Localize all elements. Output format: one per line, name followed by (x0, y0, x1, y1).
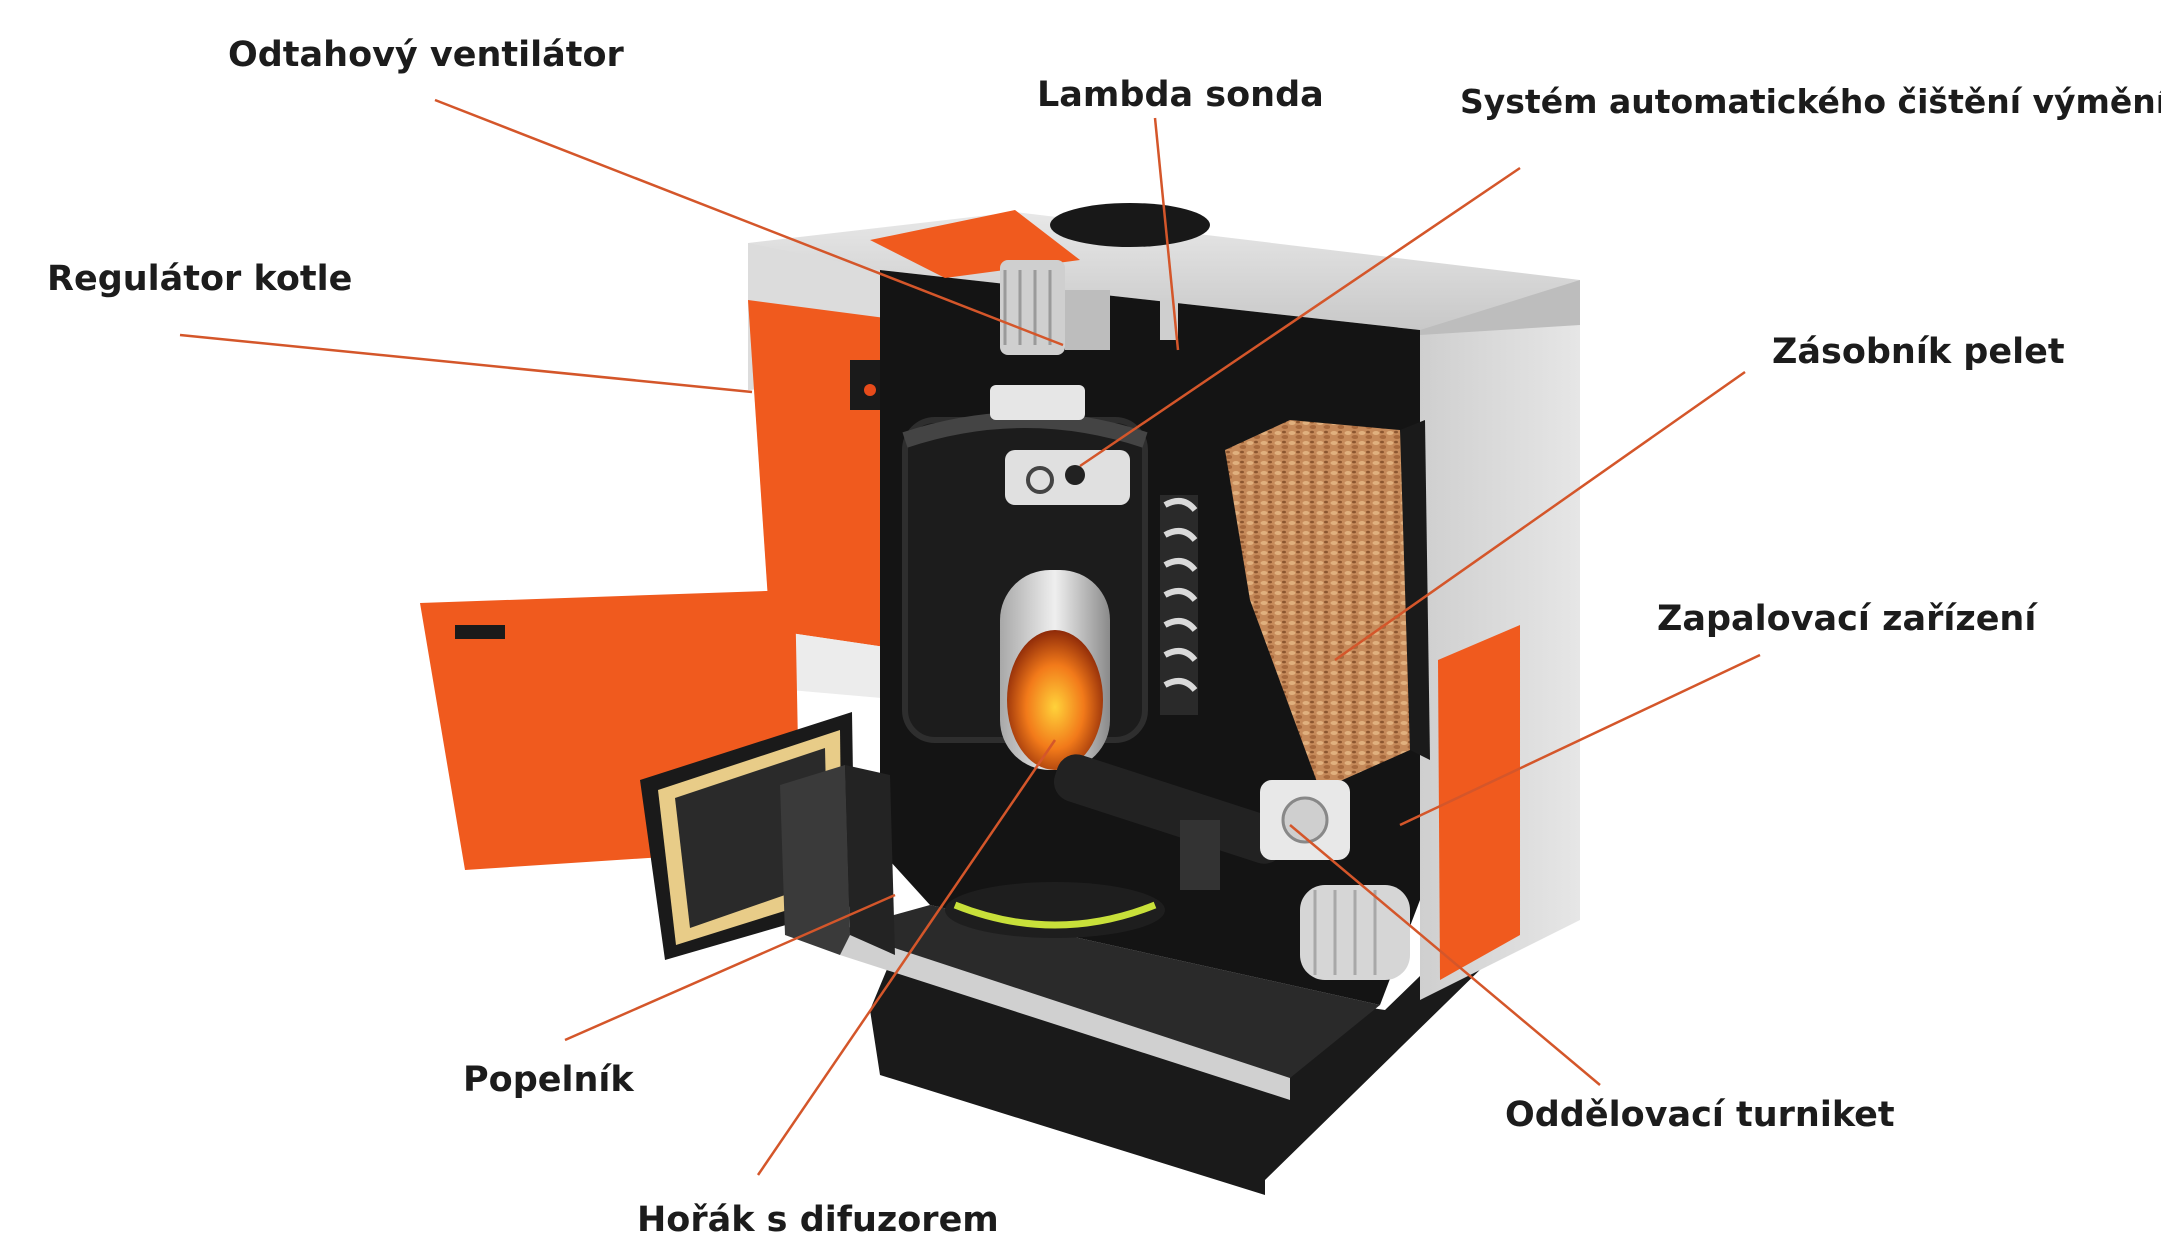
leader-odtahovy-ventilator (434, 98, 1064, 347)
exhaust-fan (990, 260, 1110, 420)
feed-auger (1053, 754, 1287, 890)
label-odtahovy-ventilator: Odtahový ventilátor (228, 35, 624, 75)
flue-outlet (1050, 203, 1210, 247)
label-lambda-sonda: Lambda sonda (1037, 75, 1324, 115)
gear-motor (1300, 885, 1410, 980)
rotary-valve (1260, 780, 1350, 860)
label-system-cisteni: Systém automatického čištění výměníku (1460, 82, 2161, 121)
boiler-base (840, 905, 1490, 1195)
pellet-hopper (1225, 420, 1430, 790)
cleaning-spiral (1160, 495, 1198, 715)
label-horak-s-difuzorem: Hořák s difuzorem (637, 1200, 999, 1240)
cleaning-lever (1005, 450, 1130, 505)
boiler-left-panel (748, 300, 905, 700)
label-zapalovaci-zarizeni: Zapalovací zařízení (1657, 599, 2037, 639)
label-oddelovaci-turniket: Oddělovací turniket (1505, 1095, 1895, 1135)
leader-horak (756, 739, 1057, 1176)
label-popelnik: Popelník (463, 1060, 634, 1100)
leader-zapalovaci-zarizeni (1399, 653, 1761, 827)
leader-system-cisteni (1079, 166, 1521, 468)
boiler-right-panel (1438, 625, 1520, 980)
burner-flame (1007, 630, 1103, 770)
leader-regulator-kotle (179, 333, 753, 394)
ash-pan (780, 765, 895, 955)
leader-oddelovaci-turniket (1289, 824, 1601, 1086)
leader-popelnik (564, 893, 896, 1042)
leader-lambda-sonda (1153, 117, 1180, 351)
leader-zasobnik-pelet (1334, 370, 1746, 662)
label-regulator-kotle: Regulátor kotle (47, 259, 353, 299)
leader-lines (179, 98, 1761, 1176)
label-zasobnik-pelet: Zásobník pelet (1772, 332, 2065, 372)
